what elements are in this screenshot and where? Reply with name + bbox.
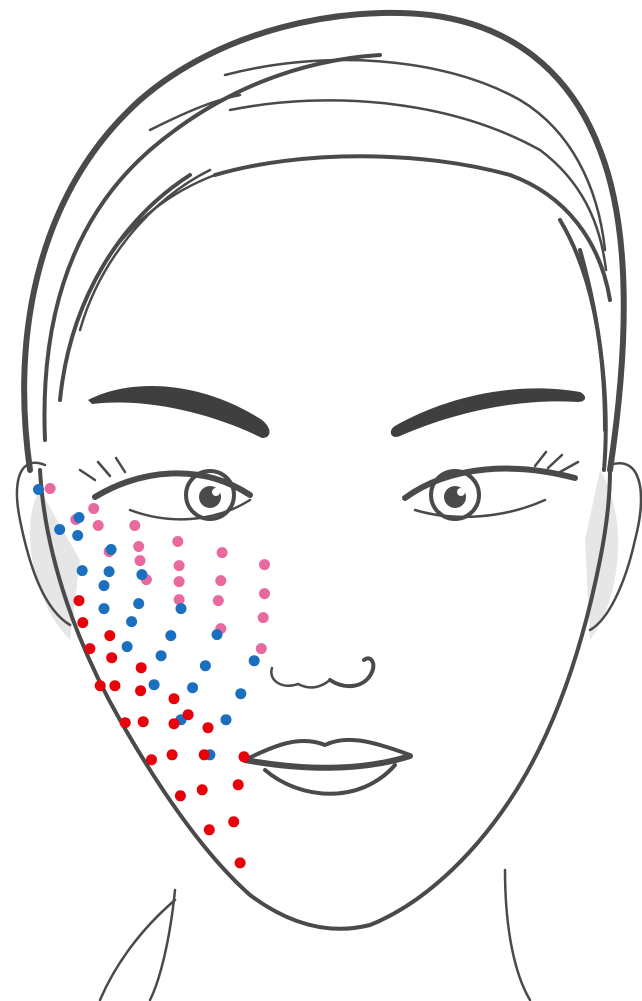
dot-series-2-point-15 xyxy=(146,754,157,765)
dot-series-1-point-2 xyxy=(54,524,65,535)
dot-series-2-point-12 xyxy=(169,718,180,729)
dot-series-2-point-16 xyxy=(167,749,178,760)
dot-series-2-point-9 xyxy=(169,693,180,704)
dot-series-2-point-11 xyxy=(138,716,149,727)
dot-series-1-point-21 xyxy=(235,688,246,699)
dot-series-2-point-18 xyxy=(239,751,250,762)
dot-series-2-point-24 xyxy=(235,857,246,868)
dot-series-1-point-20 xyxy=(187,682,198,693)
dot-series-2-point-19 xyxy=(175,790,186,801)
dot-series-1-point-11 xyxy=(176,603,187,614)
dot-series-2-point-23 xyxy=(228,816,239,827)
dot-series-1-point-7 xyxy=(99,580,110,591)
dot-series-0-point-17 xyxy=(259,588,270,599)
dot-series-1-point-12 xyxy=(126,616,137,627)
dot-series-0-point-8 xyxy=(172,536,183,547)
dot-series-2-point-6 xyxy=(109,680,120,691)
dot-series-0-point-13 xyxy=(215,575,226,586)
dot-series-2-point-0 xyxy=(74,595,85,606)
dot-series-1-point-0 xyxy=(33,484,44,495)
dot-series-2-point-8 xyxy=(135,685,146,696)
dot-series-1-point-3 xyxy=(72,530,83,541)
dot-series-2-point-3 xyxy=(104,630,115,641)
dot-series-1-point-9 xyxy=(99,603,110,614)
dot-series-0-point-0 xyxy=(45,483,56,494)
dot-series-0-point-20 xyxy=(256,643,267,654)
dot-series-0-point-3 xyxy=(93,520,104,531)
dot-series-1-point-10 xyxy=(133,598,144,609)
dot-series-2-point-21 xyxy=(233,779,244,790)
dot-series-2-point-10 xyxy=(120,717,131,728)
dot-series-1-point-8 xyxy=(136,569,147,580)
dot-series-1-point-1 xyxy=(74,512,85,523)
dot-series-1-point-17 xyxy=(200,660,211,671)
dot-series-2-point-20 xyxy=(197,784,208,795)
dot-series-1-point-19 xyxy=(149,679,160,690)
dot-series-2-point-4 xyxy=(106,652,117,663)
dot-series-0-point-6 xyxy=(133,541,144,552)
dot-series-1-point-4 xyxy=(106,544,117,555)
dot-series-1-point-13 xyxy=(212,629,223,640)
dot-series-0-point-9 xyxy=(217,547,228,558)
dot-series-1-point-18 xyxy=(249,655,260,666)
dot-series-1-point-6 xyxy=(104,566,115,577)
dot-series-1-point-15 xyxy=(165,630,176,641)
dot-series-1-point-14 xyxy=(122,641,133,652)
dot-series-0-point-14 xyxy=(259,559,270,570)
dot-series-2-point-17 xyxy=(199,749,210,760)
dot-series-2-point-7 xyxy=(136,662,147,673)
dot-series-1-point-23 xyxy=(221,714,232,725)
dot-series-2-point-1 xyxy=(77,617,88,628)
dot-series-2-point-22 xyxy=(204,824,215,835)
dot-series-2-point-2 xyxy=(84,643,95,654)
dot-series-0-point-7 xyxy=(135,555,146,566)
dot-series-1-point-5 xyxy=(77,565,88,576)
dot-series-0-point-12 xyxy=(174,576,185,587)
dot-series-2-point-14 xyxy=(203,722,214,733)
dot-series-0-point-11 xyxy=(174,560,185,571)
dot-series-2-point-13 xyxy=(183,709,194,720)
dot-series-0-point-19 xyxy=(258,612,269,623)
dot-series-1-point-16 xyxy=(156,650,167,661)
dot-series-0-point-1 xyxy=(88,503,99,514)
dot-series-2-point-5 xyxy=(95,680,106,691)
dot-series-0-point-4 xyxy=(129,520,140,531)
dot-series-0-point-16 xyxy=(213,595,224,606)
